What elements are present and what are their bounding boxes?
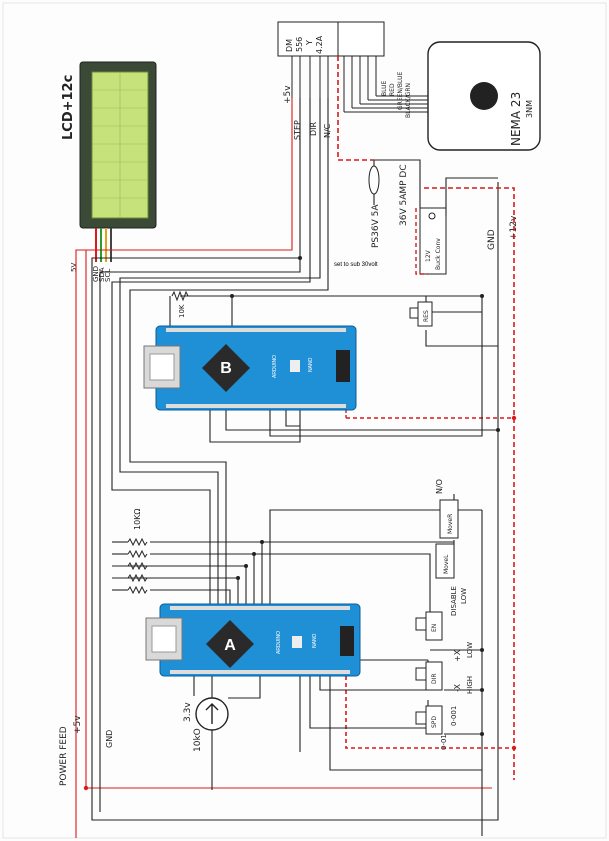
plus5v-label: +5v — [283, 85, 293, 104]
motor-blue-label: BLUE — [381, 80, 388, 96]
board-b-nano: NANO — [308, 357, 314, 372]
power-supply: PS36V 5A 36V 5AMP DC 12V Buck Conv — [368, 164, 447, 275]
switch-spd-label: SPD — [431, 716, 438, 728]
motor-red-label: RED — [389, 83, 396, 96]
lcd-module: LCD+12c — [61, 61, 157, 229]
buck-converter — [419, 207, 447, 275]
switch-res[interactable]: RES — [409, 301, 433, 327]
driver-model: DM — [285, 39, 294, 52]
gnd-right-label: GND — [487, 229, 497, 250]
board-a-label: A — [224, 637, 236, 654]
motor-name: NEMA 23 — [509, 92, 523, 146]
sub-voltage-note: set to sub 30volt — [334, 262, 378, 268]
board-a-arduino: ARDUINO — [276, 631, 282, 654]
lcd-label: LCD+12c — [61, 75, 76, 140]
board-b-pcb — [155, 325, 357, 411]
power-feed-5v-label: +5v — [73, 715, 83, 734]
driver-box-right — [337, 21, 385, 57]
step-label: STEP — [293, 120, 302, 140]
pot-resistance-label: 10kO — [193, 728, 203, 752]
arduino-nano-a: A ARDUINO NANO — [145, 603, 361, 677]
lcd-gnd-label: GND — [92, 266, 100, 282]
dir-label: DIR — [309, 121, 318, 136]
motor-green-label: GREEN/BLUE — [397, 72, 404, 110]
low2-label: LOW — [466, 642, 474, 658]
switch-dir-label: DIR — [431, 673, 438, 684]
board-a-icsp — [340, 626, 354, 656]
res-10k-label: 10K — [178, 304, 186, 318]
board-a-chip — [206, 620, 254, 668]
power-feed-label: POWER FEED — [59, 726, 69, 786]
driver-y: Y — [305, 40, 314, 46]
resistor-10k-b: 10K — [171, 290, 189, 318]
speed-b-label: 0-01 — [440, 734, 448, 750]
board-b-chip — [202, 344, 250, 392]
high-label: HIGH — [466, 676, 474, 694]
board-a-pcb — [159, 603, 361, 677]
driver-num: 556 — [295, 37, 304, 52]
potentiometer[interactable] — [195, 697, 229, 731]
no-label: N/O — [435, 479, 444, 494]
junction-dots — [230, 256, 500, 736]
motor-shaft — [470, 82, 498, 110]
button-mover[interactable]: MoveR — [439, 499, 459, 539]
button-movel-label: MoveL — [443, 554, 450, 574]
lcd-5v-label: 5V — [70, 263, 78, 272]
switch-spd[interactable]: SPD — [415, 705, 443, 735]
buck-label-a: 12V — [425, 249, 432, 262]
switch-en[interactable]: EN — [415, 611, 443, 641]
red-junctions — [83, 415, 517, 791]
resistor-ladder: 10KΩ — [127, 508, 148, 595]
psu-out-label: 36V 5AMP DC — [399, 164, 409, 226]
res-ladder-label: 10KΩ — [133, 508, 142, 530]
low-label: LOW — [460, 588, 468, 604]
button-mover-label: MoveR — [447, 514, 454, 534]
stepper-driver: DM 556 Y 4.2A — [277, 21, 385, 57]
nema23-motor: NEMA 23 3NM — [427, 41, 541, 151]
board-a-nano: NANO — [312, 633, 318, 648]
lcd-scl-label: SCL — [104, 269, 112, 282]
board-b-label: B — [220, 360, 232, 377]
driver-amps: 4.2A — [315, 35, 324, 54]
lcd-sda-label: SDA — [98, 267, 106, 282]
switch-res-label: RES — [423, 310, 430, 322]
buck-label-b: Buck Conv — [435, 238, 442, 270]
lcd-pins: 5V GND SDA SCL — [70, 228, 112, 282]
button-movel[interactable]: MoveL — [435, 543, 455, 579]
driver-leads — [291, 56, 430, 113]
switch-dir[interactable]: DIR — [415, 661, 443, 691]
psu-label: PS36V 5A — [371, 204, 381, 248]
arduino-nano-b: B ARDUINO NANO — [143, 325, 357, 411]
motor-black-label: BLACK/GRN — [405, 83, 412, 118]
gnd-left-label: GND — [105, 730, 114, 748]
switch-en-label: EN — [431, 624, 438, 632]
plus-x-label: +X — [453, 649, 462, 662]
lcd-grid — [92, 72, 148, 218]
disable-label: DISABLE — [450, 586, 458, 616]
motor-torque: 3NM — [525, 100, 534, 118]
board-b-arduino: ARDUINO — [272, 355, 278, 378]
board-b-icsp — [336, 350, 350, 382]
pot-voltage-label: 3.3v — [183, 702, 193, 722]
speed-a-label: 0-001 — [450, 706, 458, 726]
minus-x-label: -X — [453, 684, 462, 692]
